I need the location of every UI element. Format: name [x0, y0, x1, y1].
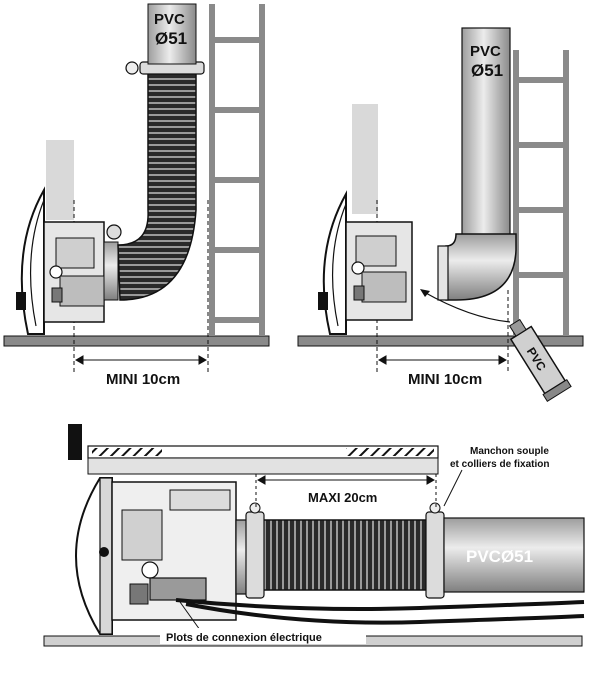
dimension-arrow: [377, 355, 508, 365]
pump-face: [322, 190, 347, 335]
top-slab-lower: [87, 457, 439, 475]
panel-top-left: PVC Ø51 MINI 10cm: [3, 3, 270, 388]
max-dimension-arrow: [256, 475, 436, 485]
sleeve-label-line1: Manchon souple: [470, 446, 549, 457]
clamp-right: [425, 511, 445, 599]
wall-block: [68, 424, 82, 460]
pipe-label-line1: PVC: [154, 11, 185, 28]
wall-panel: [352, 104, 378, 214]
connector-label: Plots de connexion électrique: [166, 632, 322, 644]
glue-tube: PVC: [508, 318, 572, 403]
pipe-label: PVCØ51: [466, 547, 533, 566]
microswitch: [149, 577, 207, 601]
pvc-pipe-vertical: [147, 3, 197, 65]
pipe-label-line2: Ø51: [155, 29, 187, 48]
pump-face: [20, 186, 45, 335]
wall-ladder: [209, 4, 265, 336]
wall-ladder: [513, 50, 569, 336]
floor-slab: [3, 335, 270, 347]
max-label: MAXI 20cm: [308, 490, 377, 505]
floor-slab: [297, 335, 584, 347]
electrical-cable: [185, 602, 585, 625]
electrical-cable: [175, 598, 585, 611]
dimension-label: MINI 10cm: [408, 371, 482, 388]
panel-bottom: PVCØ51 MAXI 20cm Manchon souple et colli…: [43, 424, 585, 647]
flexible-sleeve: [251, 519, 439, 591]
flexible-hose: [117, 71, 197, 301]
clamp-left: [245, 511, 265, 599]
dimension-arrow: [74, 355, 208, 365]
pvc-elbow: [445, 233, 517, 301]
pipe-label-line1: PVC: [470, 43, 501, 60]
wall-panel: [46, 140, 74, 220]
pump-body: [43, 221, 105, 323]
pump-body: [345, 221, 413, 321]
assembly-arrow: [423, 291, 511, 323]
pump-body: [111, 481, 237, 621]
panel-top-right: PVC Ø51 PVC MINI 10cm: [297, 27, 584, 403]
pipe-label-line2: Ø51: [471, 61, 503, 80]
dimension-label: MINI 10cm: [106, 371, 180, 388]
sleeve-label-line2: et colliers de fixation: [450, 459, 549, 470]
pvc-pipe-horizontal: [443, 517, 585, 593]
